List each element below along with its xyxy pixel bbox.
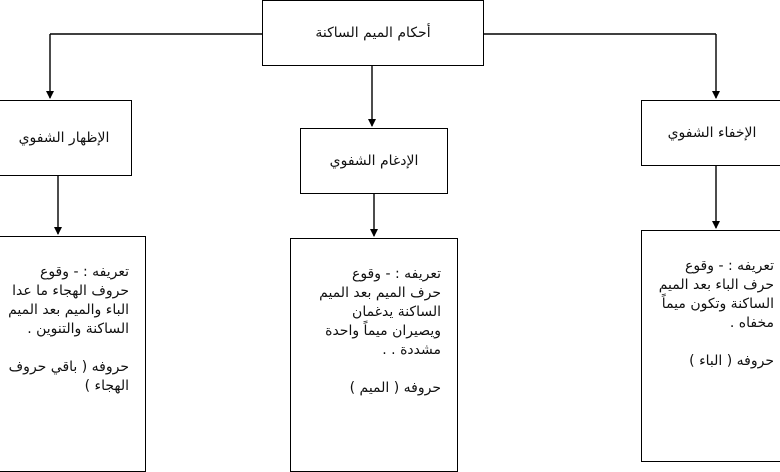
detail-gap (656, 333, 774, 352)
detail-line: حروفه ( الميم ) (349, 380, 441, 396)
detail-gap (3, 339, 129, 358)
branch-middle-label: الإدغام الشفوي (329, 153, 419, 169)
detail-line: الساكنة يدغمان (352, 304, 441, 320)
detail-line: حرف الميم بعد الميم (319, 285, 441, 301)
detail-line: حروفه ( باقي حروف (8, 359, 129, 375)
branch-left-label: الإظهار الشفوي (18, 130, 110, 146)
detail-line: الهجاء ) (84, 378, 129, 394)
branch-left-header: الإظهار الشفوي (0, 100, 132, 176)
detail-line: حرف الباء بعد الميم (658, 277, 774, 293)
branch-middle-header: الإدغام الشفوي (300, 128, 448, 194)
branch-middle-detail: تعريفه : - وقوع حرف الميم بعد الميم السا… (290, 238, 458, 472)
detail-line: ويصيران ميماً واحدة (325, 323, 441, 339)
detail-line: تعريفه : - وقوع (684, 258, 774, 274)
detail-line: مشددة . . (382, 342, 441, 358)
root-label: أحكام الميم الساكنة (315, 25, 431, 41)
branch-left-detail: تعريفه : - وقوع حروف الهجاء ما عدا الباء… (0, 236, 146, 472)
detail-line: الساكنة والتنوين . (27, 321, 129, 337)
branch-right-header: الإخفاء الشفوي (641, 100, 780, 166)
detail-gap (305, 360, 441, 379)
detail-line: حروفه ( الباء ) (689, 353, 774, 369)
detail-line: حروف الهجاء ما عدا (12, 283, 129, 299)
detail-line: الباء والميم بعد الميم (8, 302, 129, 318)
detail-line: مخفاه . (729, 315, 774, 331)
root-node: أحكام الميم الساكنة (262, 0, 484, 66)
branch-right-label: الإخفاء الشفوي (667, 125, 757, 141)
detail-line: تعريفه : - وقوع (39, 264, 129, 280)
detail-line: الساكنة وتكون ميماً (661, 296, 774, 312)
branch-right-detail: تعريفه : - وقوع حرف الباء بعد الميم السا… (641, 230, 780, 462)
detail-line: تعريفه : - وقوع (351, 266, 441, 282)
